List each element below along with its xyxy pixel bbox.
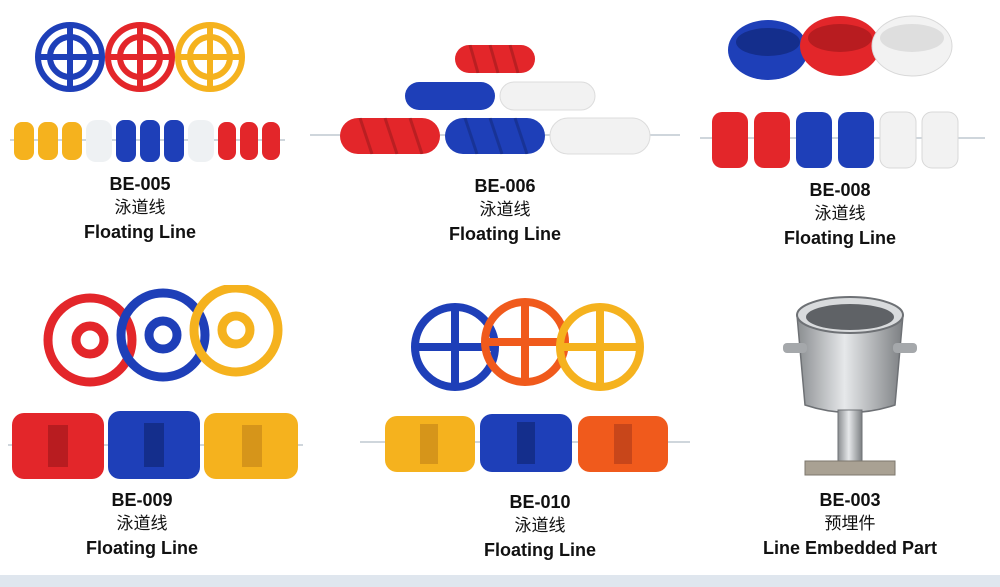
product-code: BE-009 <box>111 490 173 510</box>
product-name-cn: 泳道线 <box>814 204 866 224</box>
product-name-en: Floating Line <box>784 228 896 248</box>
product-code: BE-010 <box>509 492 571 512</box>
embedded-cup-image <box>783 296 917 476</box>
product-code: BE-008 <box>809 180 871 200</box>
product-name-en: Line Embedded Part <box>762 538 938 558</box>
product-name-en: Floating Line <box>484 540 596 560</box>
disc-float-image <box>10 22 285 162</box>
propeller-float-image <box>360 298 690 472</box>
product-code: BE-005 <box>109 174 171 194</box>
product-name-cn: 泳道线 <box>479 200 531 220</box>
product-name-cn: 泳道线 <box>114 198 166 218</box>
spiral-float-image <box>310 44 680 155</box>
product-code: BE-006 <box>474 176 536 196</box>
product-name-en: Floating Line <box>449 224 561 244</box>
product-code: BE-003 <box>819 490 881 510</box>
bowl-float-image <box>700 15 985 169</box>
product-name-cn: 泳道线 <box>514 516 566 536</box>
product-name-en: Floating Line <box>86 538 198 558</box>
bottom-scroll-strip <box>0 575 1000 587</box>
product-name-en: Floating Line <box>84 222 196 242</box>
product-name-cn: 预埋件 <box>824 514 876 534</box>
product-name-cn: 泳道线 <box>116 514 168 534</box>
wheel-float-image <box>8 285 303 479</box>
